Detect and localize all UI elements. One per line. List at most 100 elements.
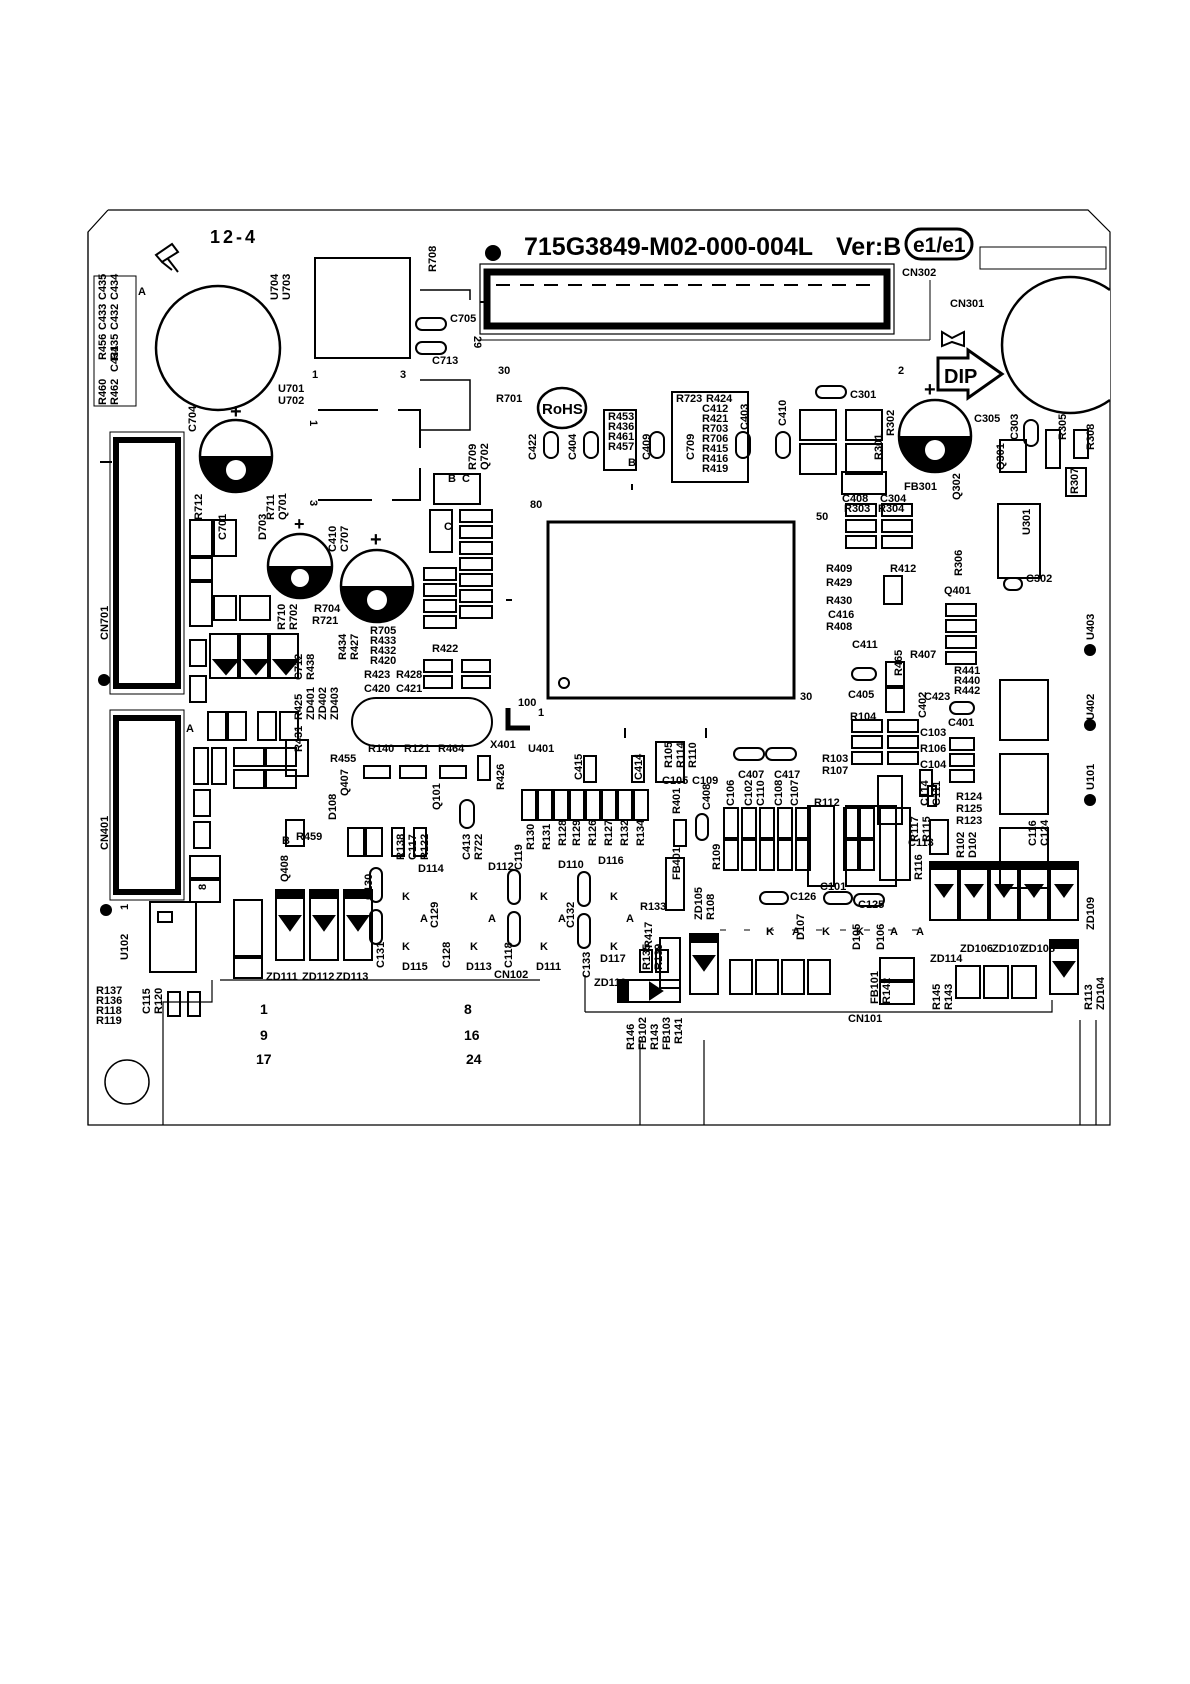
svg-text:R307: R307 bbox=[1069, 468, 1081, 494]
svg-text:R723: R723 bbox=[676, 393, 702, 405]
svg-text:U402: U402 bbox=[1085, 694, 1097, 720]
middle-right-cluster bbox=[841, 471, 977, 783]
svg-text:R120: R120 bbox=[153, 988, 165, 1014]
svg-text:R701: R701 bbox=[496, 393, 522, 405]
svg-text:R137: R137 bbox=[96, 985, 122, 997]
svg-text:C131: C131 bbox=[375, 942, 387, 968]
svg-text:C133: C133 bbox=[581, 952, 593, 978]
svg-text:C106: C106 bbox=[725, 780, 737, 806]
svg-text:R302: R302 bbox=[885, 410, 897, 436]
svg-text:R408: R408 bbox=[826, 621, 852, 633]
svg-text:R130: R130 bbox=[525, 824, 537, 850]
svg-text:U701: U701 bbox=[278, 383, 304, 395]
svg-text:D117: D117 bbox=[600, 953, 626, 965]
svg-text:R428: R428 bbox=[396, 669, 422, 681]
capacitor-c305: + C305 FB301 bbox=[897, 379, 1000, 493]
connector-cn301: CN301 bbox=[950, 275, 1111, 415]
svg-text:R104: R104 bbox=[850, 711, 877, 723]
capacitors-c705-c713: C705 C713 R701 R709 Q702 bbox=[415, 289, 522, 470]
svg-text:R126: R126 bbox=[587, 820, 599, 846]
svg-text:R303: R303 bbox=[844, 503, 870, 515]
svg-text:R434: R434 bbox=[337, 633, 349, 660]
right-top-cluster bbox=[997, 419, 1089, 889]
svg-text:R455: R455 bbox=[330, 753, 356, 765]
section-mark: 12-4 bbox=[210, 227, 258, 247]
svg-text:C423: C423 bbox=[924, 691, 950, 703]
svg-text:29: 29 bbox=[471, 336, 483, 348]
svg-text:U102: U102 bbox=[119, 934, 131, 960]
svg-text:ZD113: ZD113 bbox=[336, 971, 368, 983]
svg-text:C713: C713 bbox=[432, 355, 458, 367]
svg-text:R453: R453 bbox=[608, 411, 634, 423]
svg-text:R401: R401 bbox=[671, 788, 683, 814]
svg-text:D115: D115 bbox=[402, 961, 428, 973]
svg-text:R114: R114 bbox=[675, 741, 687, 768]
svg-text:C304: C304 bbox=[880, 493, 907, 505]
svg-text:80: 80 bbox=[530, 499, 542, 511]
svg-text:24: 24 bbox=[466, 1051, 482, 1067]
svg-text:D113: D113 bbox=[466, 961, 492, 973]
svg-text:D102: D102 bbox=[967, 832, 979, 858]
bottom-middle-cluster bbox=[521, 741, 949, 911]
svg-text:R128: R128 bbox=[557, 820, 569, 846]
svg-text:C103: C103 bbox=[920, 727, 946, 739]
svg-text:K: K bbox=[856, 926, 864, 938]
svg-text:R456: R456 bbox=[97, 334, 109, 360]
svg-text:C417: C417 bbox=[774, 769, 800, 781]
svg-text:D114: D114 bbox=[418, 863, 445, 875]
svg-text:R721: R721 bbox=[312, 615, 338, 627]
svg-text:U101: U101 bbox=[1085, 764, 1097, 790]
svg-text:C115: C115 bbox=[141, 988, 153, 1014]
svg-text:C405: C405 bbox=[848, 689, 874, 701]
svg-text:ZD107: ZD107 bbox=[992, 943, 1025, 955]
svg-text:C113: C113 bbox=[908, 837, 934, 849]
svg-text:C416: C416 bbox=[828, 609, 854, 621]
svg-text:C704: C704 bbox=[187, 405, 199, 432]
svg-text:1: 1 bbox=[119, 904, 131, 910]
svg-text:R416: R416 bbox=[702, 453, 728, 465]
svg-text:B: B bbox=[628, 457, 636, 469]
svg-text:D112: D112 bbox=[488, 861, 514, 873]
resistor-column-r420 bbox=[423, 473, 493, 689]
svg-text:R429: R429 bbox=[826, 577, 852, 589]
svg-text:9: 9 bbox=[260, 1027, 268, 1043]
svg-text:1: 1 bbox=[260, 1001, 268, 1017]
svg-text:Q702: Q702 bbox=[479, 443, 491, 470]
svg-text:R305: R305 bbox=[1057, 414, 1069, 440]
svg-text:K: K bbox=[402, 891, 410, 903]
svg-text:R712: R712 bbox=[193, 494, 205, 520]
svg-text:K: K bbox=[470, 891, 478, 903]
svg-text:D106: D106 bbox=[875, 924, 887, 950]
svg-text:16: 16 bbox=[464, 1027, 480, 1043]
svg-text:R419: R419 bbox=[702, 463, 728, 475]
svg-text:C421: C421 bbox=[396, 683, 422, 695]
svg-text:Q101: Q101 bbox=[431, 783, 443, 810]
svg-text:C124: C124 bbox=[1039, 819, 1051, 846]
svg-text:A: A bbox=[890, 926, 898, 938]
svg-text:C409: C409 bbox=[641, 434, 653, 460]
svg-text:+: + bbox=[230, 401, 242, 423]
svg-text:30: 30 bbox=[800, 691, 812, 703]
svg-text:CN301: CN301 bbox=[950, 298, 984, 310]
svg-text:C128: C128 bbox=[441, 942, 453, 968]
svg-text:C411: C411 bbox=[852, 639, 878, 651]
svg-text:ZD403: ZD403 bbox=[329, 687, 341, 720]
svg-text:C111: C111 bbox=[931, 781, 943, 806]
svg-text:K: K bbox=[766, 926, 774, 938]
svg-text:R143: R143 bbox=[943, 984, 955, 1010]
diode-ka-marks: K A K A K A K A K K K K bbox=[402, 891, 634, 953]
svg-text:K: K bbox=[822, 926, 830, 938]
svg-text:C415: C415 bbox=[573, 754, 585, 780]
dip-arrow: DIP bbox=[936, 347, 1005, 401]
svg-text:1: 1 bbox=[312, 369, 318, 381]
svg-text:R132: R132 bbox=[619, 820, 631, 846]
capacitor-c-large-left: U704 U703 bbox=[154, 273, 293, 412]
svg-text:FB401: FB401 bbox=[671, 847, 683, 880]
svg-text:C402: C402 bbox=[917, 692, 929, 718]
svg-text:C117: C117 bbox=[407, 834, 419, 860]
svg-text:CN302: CN302 bbox=[902, 267, 936, 279]
svg-text:X401: X401 bbox=[490, 739, 516, 751]
svg-text:R301: R301 bbox=[873, 434, 885, 460]
pin-number-marks: 1 9 17 8 16 24 bbox=[256, 1001, 482, 1067]
svg-text:R438: R438 bbox=[305, 654, 317, 680]
